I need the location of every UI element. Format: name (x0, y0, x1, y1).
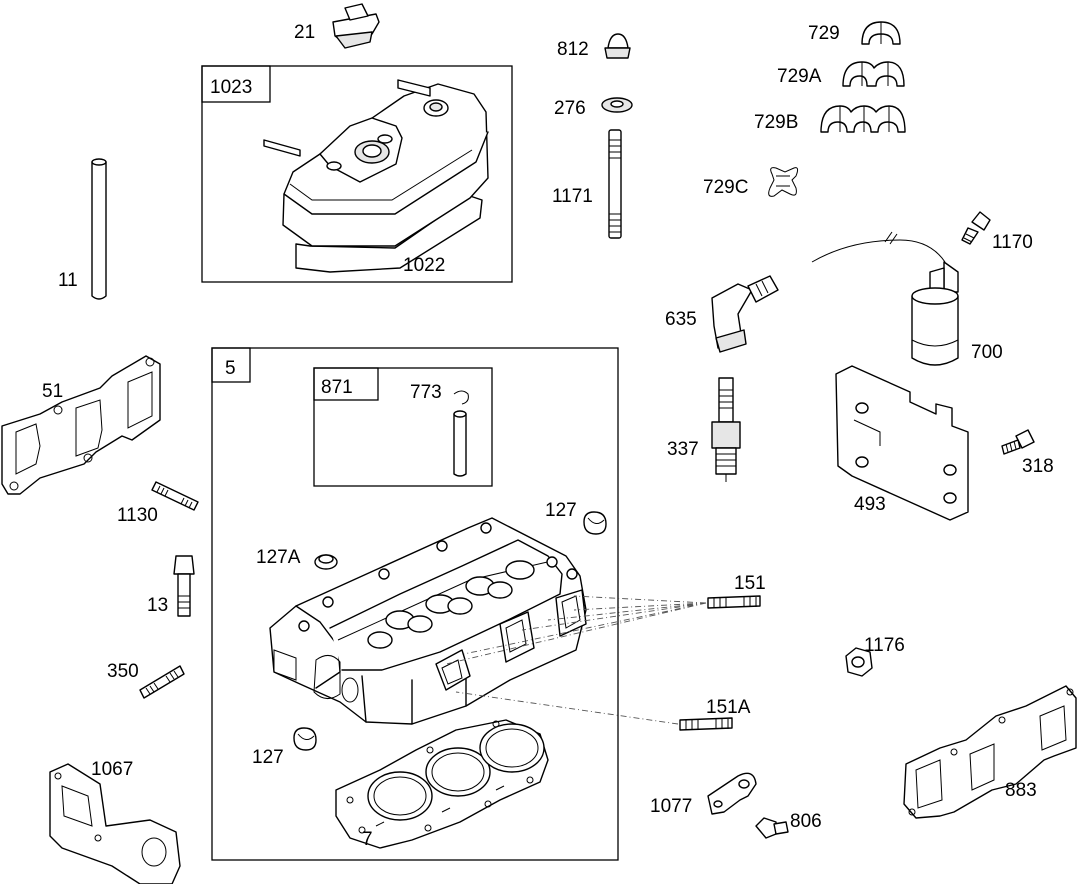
part-1130-stud (151, 481, 199, 511)
part-151-stud (707, 595, 761, 609)
callout-1067: 1067 (91, 759, 133, 780)
part-127A-ring (314, 554, 338, 570)
callout-5: 5 (225, 358, 236, 379)
callout-1171: 1171 (552, 186, 593, 207)
callout-7: 7 (362, 829, 373, 850)
part-729A-keepers (842, 61, 905, 87)
part-1067-gasket (49, 763, 181, 884)
callout-127-bottom: 127 (252, 747, 284, 768)
callout-127-top: 127 (545, 500, 577, 521)
box-1023-tag (201, 65, 271, 103)
part-cylinder-head (269, 517, 587, 725)
callout-773: 773 (410, 382, 442, 403)
callout-51: 51 (42, 381, 63, 402)
box-871-tag (313, 367, 379, 401)
callout-700: 700 (971, 342, 1003, 363)
callout-806: 806 (790, 811, 822, 832)
callout-337: 337 (667, 439, 699, 460)
part-51-gasket (1, 355, 161, 495)
box-5 (211, 347, 619, 861)
box-1023 (201, 65, 513, 283)
part-11-tube (91, 158, 107, 300)
part-700-ignition-coil (811, 231, 959, 366)
part-883-gasket (903, 685, 1077, 819)
callout-635: 635 (665, 309, 697, 330)
callout-1170: 1170 (992, 232, 1033, 253)
part-1170-screw (961, 211, 991, 245)
part-127-plug-top (583, 511, 607, 535)
callout-729B: 729B (754, 112, 798, 133)
part-1077-bracket (707, 772, 757, 815)
callout-127A: 127A (256, 547, 301, 568)
part-1171-stud (608, 129, 622, 239)
callout-1022: 1022 (403, 255, 445, 276)
part-1022-valve-cover (263, 79, 489, 273)
callout-1023: 1023 (210, 77, 252, 98)
box-871 (313, 367, 493, 487)
callout-1077: 1077 (650, 796, 692, 817)
part-276-washer (601, 97, 633, 113)
callout-871: 871 (321, 377, 353, 398)
part-21-oil-cap (332, 3, 380, 49)
callout-13: 13 (147, 595, 168, 616)
part-13-bolt (173, 555, 195, 617)
part-806-screw (755, 817, 789, 839)
part-729B-keepers (820, 105, 906, 133)
part-493-bracket (835, 365, 969, 521)
callout-812: 812 (557, 39, 589, 60)
callout-729C: 729C (703, 177, 748, 198)
part-1176-nut (845, 647, 873, 677)
callout-318: 318 (1022, 456, 1054, 477)
callout-151: 151 (734, 573, 766, 594)
part-337-spark-plug (711, 377, 741, 482)
part-151A-stud (679, 717, 733, 731)
part-7-head-gasket (335, 719, 549, 849)
part-635-plug-cap (711, 275, 779, 353)
callout-1130: 1130 (117, 505, 158, 526)
part-729-keepers (861, 21, 901, 45)
part-729C-clip (768, 167, 799, 197)
callout-883: 883 (1005, 780, 1037, 801)
callout-493: 493 (854, 494, 886, 515)
part-127-plug-bottom (293, 727, 317, 751)
box-5-tag (211, 347, 251, 383)
callout-21: 21 (294, 22, 315, 43)
part-350-stud (139, 665, 185, 699)
part-812-acorn-nut (604, 33, 631, 59)
callout-276: 276 (554, 98, 586, 119)
callout-1176: 1176 (864, 635, 905, 656)
callout-11: 11 (58, 270, 78, 291)
callout-350: 350 (107, 661, 139, 682)
callout-729: 729 (808, 23, 840, 44)
part-318-screw (1001, 429, 1035, 455)
part-773-valve-guide (453, 390, 469, 477)
callout-729A: 729A (777, 66, 822, 87)
callout-151A: 151A (706, 697, 751, 718)
